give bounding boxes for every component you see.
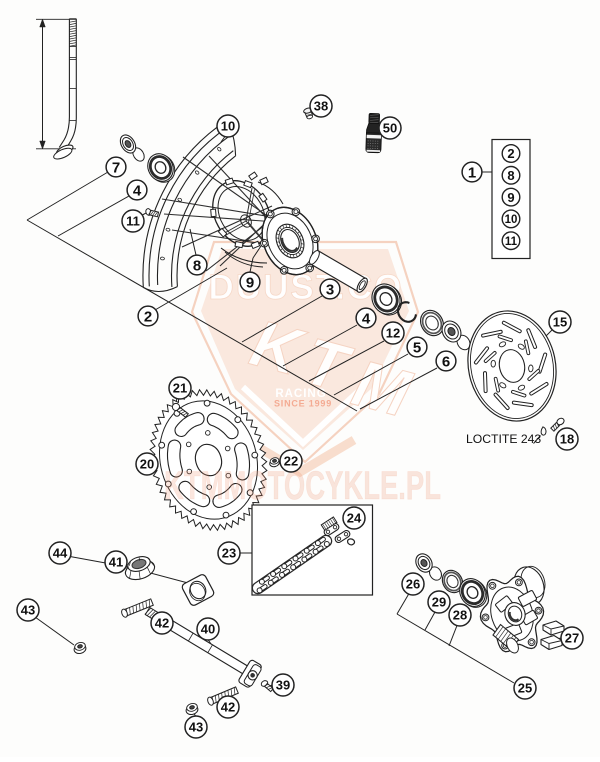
svg-text:11: 11 — [126, 214, 140, 229]
svg-text:6: 6 — [442, 353, 450, 370]
svg-text:9: 9 — [246, 274, 254, 291]
svg-text:9: 9 — [507, 190, 514, 205]
svg-text:10: 10 — [221, 119, 235, 134]
svg-text:21: 21 — [173, 381, 187, 396]
svg-text:24: 24 — [347, 511, 362, 526]
svg-text:SINCE 1999: SINCE 1999 — [274, 399, 332, 409]
svg-text:LOCTITE 243: LOCTITE 243 — [466, 432, 541, 446]
svg-text:22: 22 — [284, 454, 298, 469]
svg-text:42: 42 — [155, 616, 169, 631]
svg-text:20: 20 — [140, 457, 154, 472]
svg-text:1: 1 — [468, 164, 476, 181]
svg-text:43: 43 — [21, 603, 35, 618]
svg-text:11: 11 — [505, 236, 518, 248]
svg-text:5: 5 — [413, 339, 421, 356]
svg-text:2: 2 — [144, 308, 152, 325]
svg-text:39: 39 — [276, 678, 290, 693]
svg-text:4: 4 — [133, 182, 142, 199]
svg-text:40: 40 — [201, 622, 215, 637]
svg-text:27: 27 — [565, 631, 579, 646]
svg-text:29: 29 — [432, 595, 446, 610]
svg-text:15: 15 — [553, 315, 567, 330]
svg-text:3: 3 — [326, 281, 334, 298]
svg-text:25: 25 — [518, 681, 532, 696]
svg-text:4: 4 — [362, 310, 371, 327]
svg-text:38: 38 — [314, 99, 328, 114]
svg-text:26: 26 — [406, 577, 420, 592]
svg-text:18: 18 — [560, 432, 574, 447]
svg-text:41: 41 — [109, 555, 123, 570]
svg-text:23: 23 — [222, 546, 236, 561]
svg-text:42: 42 — [221, 700, 235, 715]
svg-text:12: 12 — [386, 326, 400, 341]
svg-text:7: 7 — [112, 159, 120, 176]
svg-text:28: 28 — [453, 608, 467, 623]
svg-text:KTMMOTOCYKLE.PL: KTMMOTOCYKLE.PL — [164, 464, 441, 508]
svg-text:10: 10 — [505, 214, 518, 226]
svg-text:8: 8 — [193, 257, 201, 274]
svg-text:8: 8 — [507, 168, 514, 183]
svg-text:2: 2 — [507, 146, 514, 161]
svg-text:44: 44 — [53, 546, 68, 561]
svg-text:50: 50 — [383, 121, 397, 136]
svg-text:43: 43 — [189, 720, 203, 735]
